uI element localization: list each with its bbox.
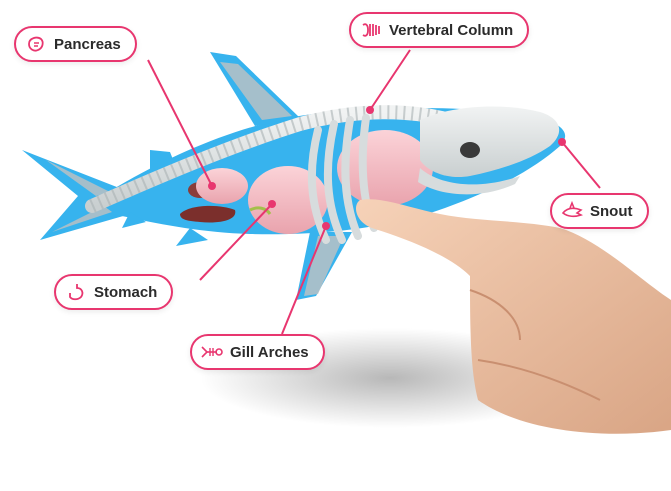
stomach-leader (199, 203, 273, 281)
vertebral-column-bone (85, 105, 457, 213)
gill-arches-text: Gill Arches (230, 343, 309, 361)
stomach-label: Stomach (54, 274, 174, 310)
pancreas-leader (147, 59, 213, 187)
fin-cartilage (46, 62, 344, 296)
stomach-icon (65, 281, 87, 303)
pancreas-organ (196, 168, 248, 204)
stomach-text: Stomach (94, 283, 158, 301)
stomach-organ (248, 166, 328, 234)
snout-label: Snout (550, 193, 649, 229)
pancreas-text: Pancreas (54, 35, 121, 53)
leader-lines (147, 49, 601, 335)
snout-text: Snout (590, 202, 633, 220)
gill-arches-label: Gill Arches (190, 334, 325, 370)
vertebral-column-label: Vertebral Column (349, 12, 530, 48)
vertebral-column-icon (360, 19, 382, 41)
gill-arches-leader (281, 225, 327, 335)
leader-dots (208, 106, 566, 230)
pancreas-label: Pancreas (14, 26, 137, 62)
vertebral-column-leader (369, 49, 411, 111)
snout-leader (561, 141, 601, 189)
vertebral-column-text: Vertebral Column (389, 21, 514, 39)
skull (418, 106, 560, 195)
pointing-hand (356, 199, 671, 434)
pancreas-icon (25, 33, 47, 55)
fish-skeleton-icon (201, 341, 223, 363)
shark-icon (561, 200, 583, 222)
